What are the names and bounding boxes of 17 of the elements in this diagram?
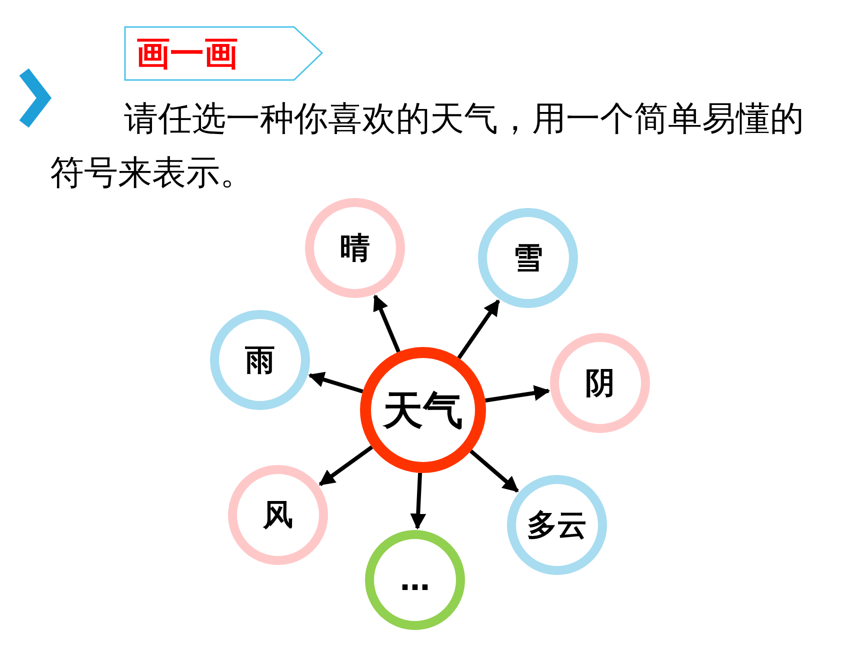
arrow xyxy=(318,445,374,486)
weather-circle: 雪 xyxy=(478,208,578,308)
instruction-text: 请任选一种你喜欢的天气，用一个简单易懂的符号来表示。 xyxy=(50,98,805,195)
arrow xyxy=(470,450,519,493)
weather-circle: 多云 xyxy=(507,475,607,575)
arrow xyxy=(373,294,400,353)
weather-circle: 雨 xyxy=(210,310,310,410)
arrow xyxy=(308,372,364,394)
weather-circle: 风 xyxy=(228,465,328,565)
title-banner: 画一画 xyxy=(124,26,324,81)
arrow xyxy=(457,299,500,360)
weather-circle: … xyxy=(365,530,465,630)
weather-circle: 阴 xyxy=(550,333,650,433)
arrow xyxy=(484,385,550,402)
weather-circle: 晴 xyxy=(305,198,405,298)
arrow xyxy=(410,472,426,530)
center-circle: 天气 xyxy=(360,347,486,473)
